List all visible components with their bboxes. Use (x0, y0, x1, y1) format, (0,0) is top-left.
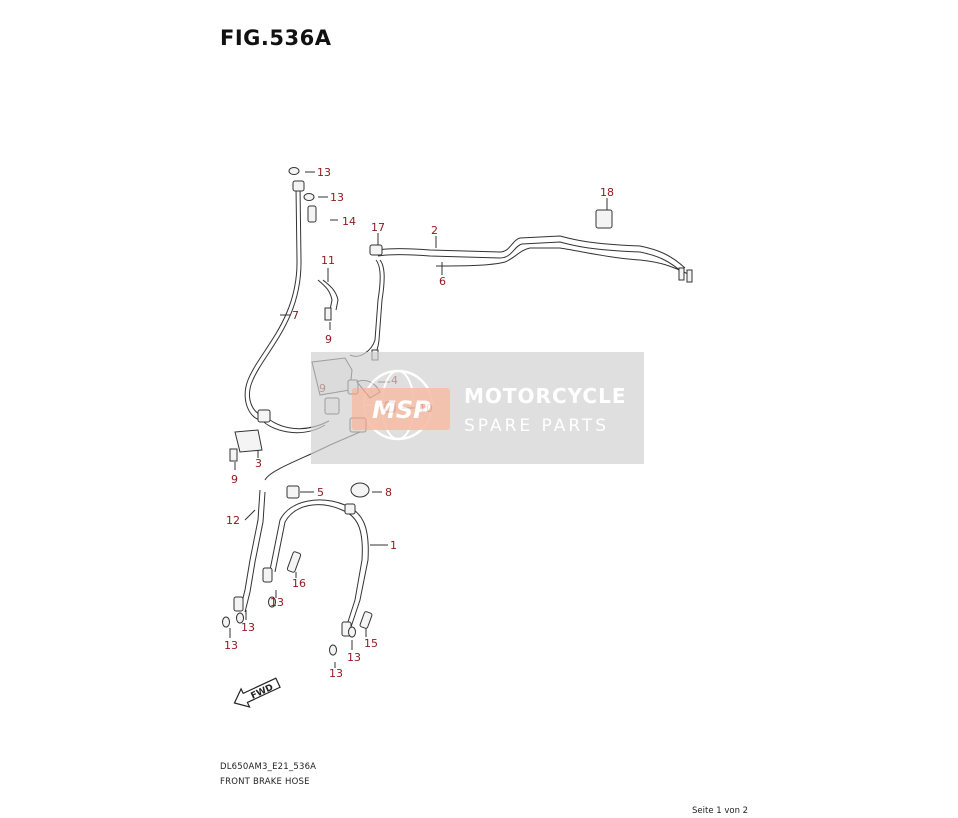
logo-badge (352, 388, 450, 430)
diagram-code: DL650AM3_E21_536A (220, 762, 317, 772)
pipe-end (686, 269, 693, 283)
callout-15: 15 (364, 637, 378, 650)
logo-text: MSP (372, 396, 431, 424)
washer-part (303, 193, 315, 201)
banjo-fitting (292, 180, 305, 192)
bolt-part (229, 448, 238, 462)
callout-13: 13 (317, 166, 331, 179)
callout-11: 11 (321, 254, 335, 267)
callout-6: 6 (439, 275, 446, 288)
washer-part (329, 644, 337, 656)
banjo-bolt (286, 551, 302, 573)
watermark-brand: MOTORCYCLE (464, 384, 626, 408)
washer-part (222, 616, 230, 628)
callout-1: 1 (390, 539, 397, 552)
bolt-part (324, 307, 332, 321)
callout-13: 13 (241, 621, 255, 634)
callout-13: 13 (330, 191, 344, 204)
callout-16: 16 (292, 577, 306, 590)
clip-part (595, 209, 613, 229)
clamp-part (369, 244, 383, 256)
figure-title: FIG.536A (220, 26, 332, 50)
watermark-subtitle: SPARE PARTS (464, 416, 609, 436)
callout-9: 9 (325, 333, 332, 346)
callout-13: 13 (224, 639, 238, 652)
callout-13: 13 (329, 667, 343, 680)
diagram-lines (229, 171, 691, 668)
bracket-part (234, 429, 263, 453)
washer-part (236, 612, 244, 624)
callout-17: 17 (371, 221, 385, 234)
clamp-part (286, 485, 300, 499)
washer-part (348, 626, 356, 638)
banjo-fitting (262, 567, 273, 583)
pipe-end (678, 267, 685, 281)
callout-7: 7 (292, 309, 299, 322)
washer-part (268, 596, 276, 608)
banjo-bolt (307, 205, 317, 223)
grommet-part (350, 482, 370, 498)
callout-18: 18 (600, 186, 614, 199)
callout-2: 2 (431, 224, 438, 237)
callout-3: 3 (255, 457, 262, 470)
callout-13: 13 (270, 596, 284, 609)
fitting-part (344, 503, 356, 515)
callout-9: 9 (231, 473, 238, 486)
page-info: Seite 1 von 2 (692, 806, 749, 816)
diagram-caption: FRONT BRAKE HOSE (220, 777, 310, 787)
callout-12: 12 (226, 514, 240, 527)
callout-14: 14 (342, 215, 356, 228)
callout-5: 5 (317, 486, 324, 499)
callout-8: 8 (385, 486, 392, 499)
grommet-part (257, 409, 271, 423)
callout-13: 13 (347, 651, 361, 664)
watermark: MSP MOTORCYCLE SPARE PARTS (311, 352, 644, 464)
forward-arrow-icon: FWD (233, 677, 281, 708)
washer-part (288, 167, 300, 175)
banjo-bolt (359, 611, 373, 629)
banjo-fitting (233, 596, 244, 612)
